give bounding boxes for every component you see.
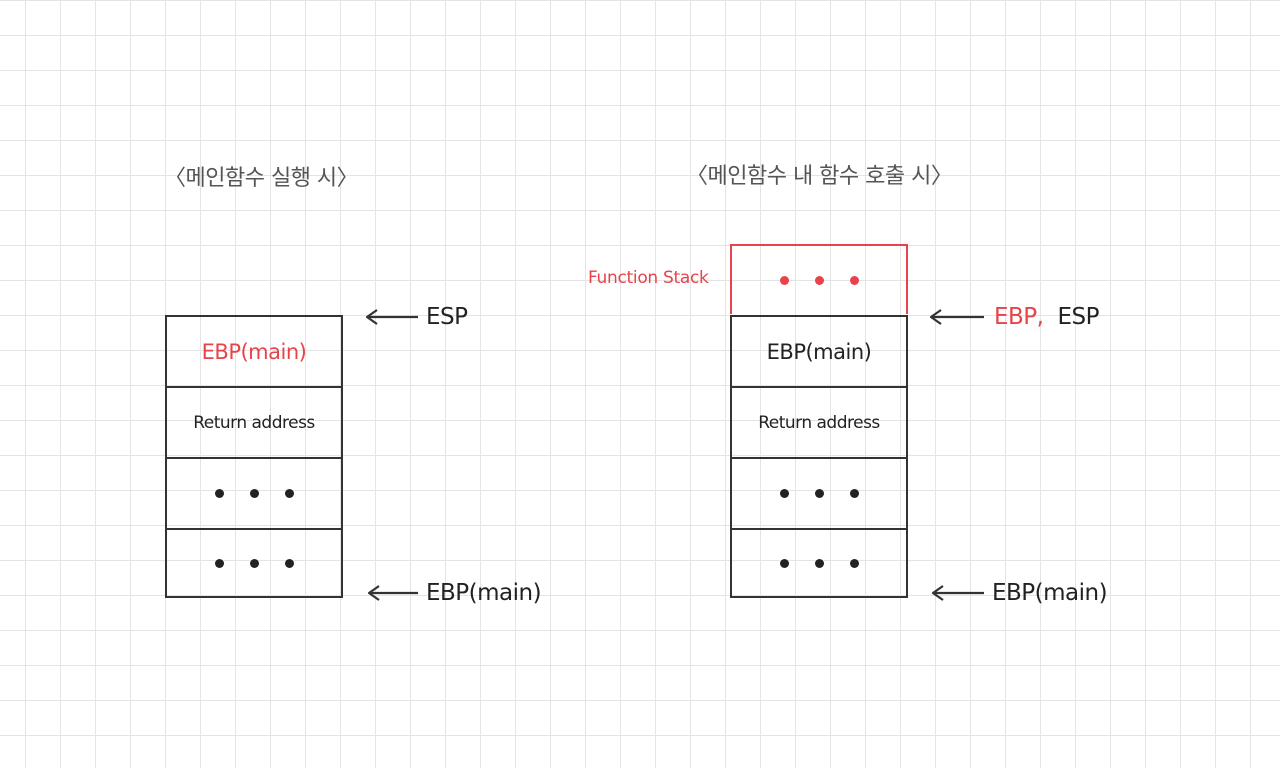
- left-arrow-icon: [931, 585, 984, 601]
- function-stack-label: Function Stack: [588, 268, 709, 288]
- right-top-pointer: EBP, ESP: [928, 302, 1100, 332]
- left-return-address-cell: Return address: [167, 388, 341, 459]
- left-esp-pointer: ESP: [364, 302, 468, 332]
- left-ebp-main-label: EBP(main): [426, 580, 542, 606]
- right-ebp-main-label: EBP(main): [992, 580, 1108, 606]
- right-ellipsis-cell-2: [732, 530, 906, 598]
- left-arrow-icon: [365, 309, 418, 325]
- ellipsis-dots: [214, 489, 294, 498]
- left-ebp-cell: EBP(main): [167, 317, 341, 388]
- left-ebp-cell-label: EBP(main): [201, 339, 307, 364]
- left-heading: 〈메인함수 실행 시〉: [164, 166, 359, 191]
- left-ellipsis-cell-2: [167, 530, 341, 598]
- right-heading: 〈메인함수 내 함수 호출 시〉: [686, 164, 953, 189]
- left-arrow-icon: [929, 309, 984, 325]
- right-return-address-label: Return address: [758, 412, 880, 433]
- right-stack: EBP(main) Return address: [730, 315, 908, 598]
- left-ellipsis-cell-1: [167, 459, 341, 530]
- ellipsis-dots: [779, 275, 859, 285]
- right-ellipsis-cell-1: [732, 459, 906, 530]
- left-arrow-icon: [367, 585, 418, 601]
- ellipsis-dots: [779, 558, 859, 568]
- right-ebp-pointer: EBP(main): [930, 578, 1108, 608]
- right-ebp-cell: EBP(main): [732, 317, 906, 388]
- left-ebp-pointer: EBP(main): [366, 578, 542, 608]
- left-esp-label: ESP: [426, 304, 468, 330]
- right-ebp-label: EBP,: [994, 304, 1044, 330]
- right-esp-label: ESP: [1057, 304, 1100, 330]
- left-stack: EBP(main) Return address: [165, 315, 343, 598]
- function-stack-box: [730, 244, 908, 314]
- right-ebp-cell-label: EBP(main): [766, 339, 872, 364]
- left-return-address-label: Return address: [193, 412, 315, 433]
- right-return-address-cell: Return address: [732, 388, 906, 459]
- ellipsis-dots: [779, 489, 859, 498]
- ellipsis-dots: [214, 558, 294, 568]
